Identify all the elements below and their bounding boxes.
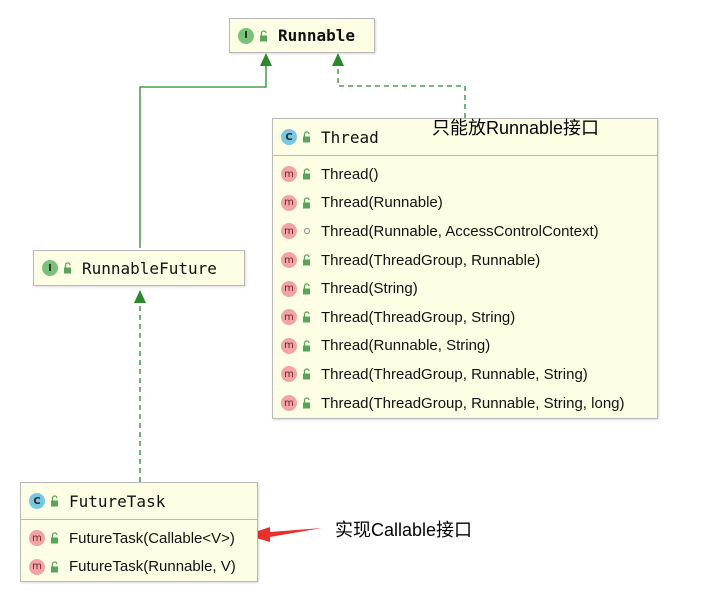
class-badge-icon: C (29, 493, 45, 509)
interface-badge-icon: I (238, 27, 254, 44)
public-lock-icon (303, 131, 310, 143)
edge-thread-implements-runnable (337, 65, 466, 118)
method-row[interactable]: m FutureTask(Callable<V>) (21, 524, 257, 553)
method-row[interactable]: m FutureTask(Runnable, V) (21, 553, 257, 582)
method-label: Thread(Runnable, AccessControlContext) (321, 222, 599, 240)
futuretask-title: FutureTask (69, 491, 166, 511)
method-label: Thread(Runnable) (321, 194, 443, 212)
method-label: FutureTask(Runnable, V) (69, 558, 236, 576)
public-lock-icon (51, 495, 58, 507)
edge-runnablefuture-extends-runnable (139, 65, 267, 248)
method-badge-icon: m (281, 166, 297, 183)
public-lock-icon (303, 311, 310, 323)
method-row[interactable]: m Thread(String) (273, 274, 657, 303)
public-lock-icon (303, 168, 310, 180)
method-badge-icon: m (281, 395, 297, 412)
runnablefuture-title: RunnableFuture (82, 258, 217, 278)
method-badge-icon: m (281, 194, 297, 211)
edge-arrowhead-runnable-solid (260, 53, 272, 66)
edge-arrowhead-runnable-dashed (332, 53, 344, 66)
red-arrow-futuretask-callable (246, 527, 322, 542)
method-row[interactable]: m Thread(ThreadGroup, Runnable, String) (273, 360, 657, 389)
runnable-interface-node[interactable]: I Runnable (229, 18, 375, 53)
public-lock-icon (303, 254, 310, 266)
method-row[interactable]: m Thread(ThreadGroup, String) (273, 303, 657, 332)
public-lock-icon (303, 283, 310, 295)
edge-arrowhead-runnablefuture-dashed (134, 290, 146, 303)
public-lock-icon (64, 262, 71, 274)
method-badge-icon: m (281, 309, 297, 326)
method-label: Thread(ThreadGroup, Runnable, String) (321, 365, 588, 383)
method-row[interactable]: m Thread(Runnable) (273, 189, 657, 218)
public-lock-icon (51, 561, 58, 573)
method-label: FutureTask(Callable<V>) (69, 529, 235, 547)
method-badge-icon: m (29, 558, 45, 575)
method-label: Thread(Runnable, String) (321, 337, 491, 355)
method-label: Thread(ThreadGroup, Runnable) (321, 251, 541, 269)
method-row[interactable]: m Thread(Runnable, AccessControlContext) (273, 217, 657, 246)
method-badge-icon: m (281, 366, 297, 383)
method-label: Thread() (321, 165, 379, 183)
method-badge-icon: m (29, 530, 45, 547)
runnable-title: Runnable (278, 26, 356, 45)
public-lock-icon (303, 340, 310, 352)
public-lock-icon (303, 197, 310, 209)
method-label: Thread(String) (321, 280, 418, 298)
method-badge-icon: m (281, 223, 297, 240)
public-lock-icon (260, 29, 267, 41)
method-label: Thread(ThreadGroup, String) (321, 308, 516, 326)
method-row[interactable]: m Thread() (273, 160, 657, 189)
method-row[interactable]: m Thread(ThreadGroup, Runnable) (273, 246, 657, 275)
thread-annotation-text: 只能放Runnable接口 (432, 118, 600, 138)
class-badge-icon: C (281, 129, 297, 145)
method-badge-icon: m (281, 280, 297, 297)
package-visibility-icon (301, 225, 313, 237)
method-label: Thread(ThreadGroup, Runnable, String, lo… (321, 394, 625, 412)
method-badge-icon: m (281, 252, 297, 269)
thread-title: Thread (321, 127, 379, 147)
method-badge-icon: m (281, 337, 297, 354)
futuretask-annotation-text: 实现Callable接口 (335, 520, 473, 540)
method-row[interactable]: m Thread(Runnable, String) (273, 332, 657, 361)
runnablefuture-interface-node[interactable]: I RunnableFuture (33, 250, 245, 286)
public-lock-icon (51, 532, 58, 544)
method-row[interactable]: m Thread(ThreadGroup, Runnable, String, l… (273, 389, 657, 418)
public-lock-icon (303, 397, 310, 409)
public-lock-icon (303, 368, 310, 380)
interface-badge-icon: I (42, 260, 58, 276)
